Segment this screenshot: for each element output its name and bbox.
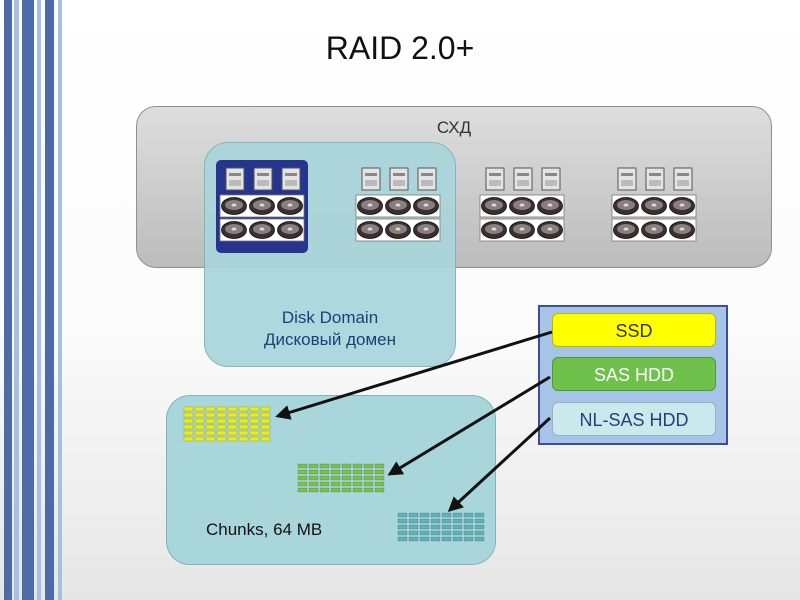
disk-domain-label-ru: Дисковый домен — [264, 330, 396, 349]
chunks-label: Chunks, 64 MB — [206, 520, 323, 539]
stripe-6 — [58, 0, 62, 600]
stripe-4 — [37, 0, 41, 600]
storage-system-label: СХД — [436, 118, 472, 137]
stripe-1 — [4, 0, 12, 600]
tier-sas-hdd: SAS HDD — [552, 357, 716, 391]
stripe-3 — [22, 0, 34, 600]
slide-title: RAID 2.0+ — [325, 30, 475, 66]
tier-nl-sas-hdd: NL-SAS HDD — [552, 402, 716, 436]
disk-domain-label: Disk Domain Дисковый домен — [204, 307, 456, 351]
stripe-5 — [45, 0, 54, 600]
stripe-2 — [14, 0, 19, 600]
disk-domain-label-en: Disk Domain — [281, 308, 379, 327]
tier-ssd: SSD — [552, 313, 716, 347]
left-decorative-stripes — [0, 0, 70, 600]
